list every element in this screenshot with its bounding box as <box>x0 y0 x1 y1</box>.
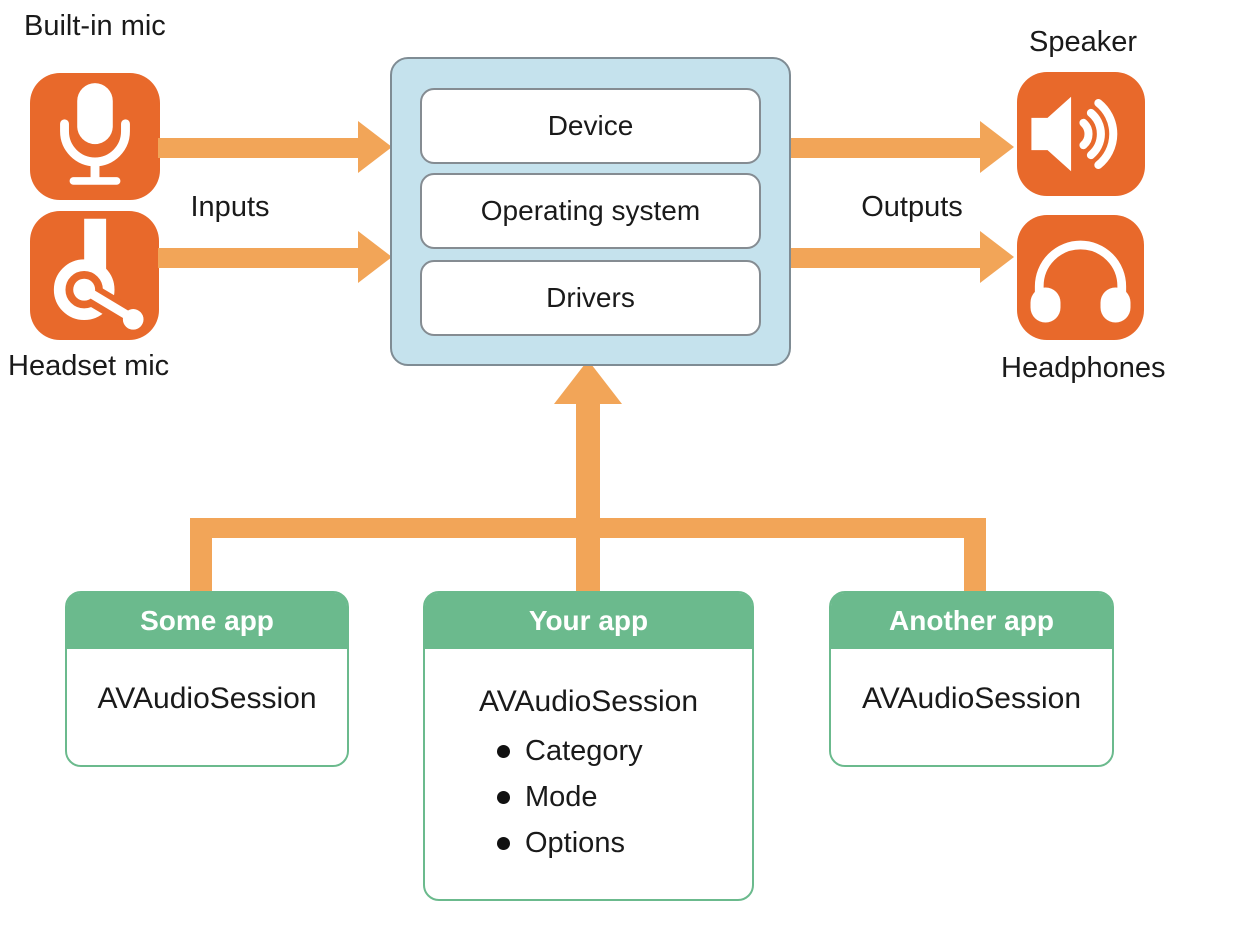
bullet-dot <box>497 791 510 804</box>
output-arrow-top-head <box>980 121 1014 173</box>
session-properties-list: Category Mode Options <box>425 735 752 860</box>
list-item: Options <box>497 827 752 860</box>
input-arrow-bottom-shaft <box>158 248 360 268</box>
inputs-label: Inputs <box>190 191 270 223</box>
input-arrow-top-shaft <box>158 138 360 158</box>
app-header: Some app <box>67 593 347 649</box>
connector-drop-right <box>964 528 986 592</box>
session-class-name: AVAudioSession <box>478 685 699 718</box>
app-header: Another app <box>831 593 1112 649</box>
output-arrow-bottom-head <box>980 231 1014 283</box>
connector-drop-left <box>190 528 212 592</box>
bullet-label: Mode <box>525 781 598 813</box>
connector-up-arrowhead <box>554 360 622 404</box>
output-arrow-top-shaft <box>787 138 981 158</box>
app-box-another-app: Another app AVAudioSession <box>829 591 1114 767</box>
list-item: Category <box>497 735 752 768</box>
layer-drivers: Drivers <box>420 260 761 336</box>
microphone-icon <box>30 73 160 200</box>
input-arrow-bottom-head <box>358 231 392 283</box>
system-box: Device Operating system Drivers <box>390 57 791 366</box>
headphones-label: Headphones <box>1001 352 1166 384</box>
input-arrow-top-head <box>358 121 392 173</box>
headset-mic-icon <box>30 211 159 340</box>
output-arrow-bottom-shaft <box>787 248 981 268</box>
app-box-your-app: Your app AVAudioSession Category Mode Op… <box>423 591 754 901</box>
built-in-mic-label: Built-in mic <box>24 10 166 42</box>
session-class-name: AVAudioSession <box>861 682 1082 715</box>
headphones-icon <box>1017 215 1144 340</box>
layer-device: Device <box>420 88 761 164</box>
list-item: Mode <box>497 781 752 814</box>
outputs-label: Outputs <box>861 191 963 223</box>
bullet-label: Options <box>525 827 625 859</box>
app-header: Your app <box>425 593 752 649</box>
headset-mic-label: Headset mic <box>8 350 170 382</box>
session-class-name: AVAudioSession <box>97 682 317 715</box>
layer-operating-system: Operating system <box>420 173 761 249</box>
connector-center-shaft <box>576 402 600 592</box>
bullet-label: Category <box>525 735 643 767</box>
app-box-some-app: Some app AVAudioSession <box>65 591 349 767</box>
bullet-dot <box>497 837 510 850</box>
bullet-dot <box>497 745 510 758</box>
speaker-icon <box>1017 72 1145 196</box>
speaker-label: Speaker <box>1028 26 1137 58</box>
